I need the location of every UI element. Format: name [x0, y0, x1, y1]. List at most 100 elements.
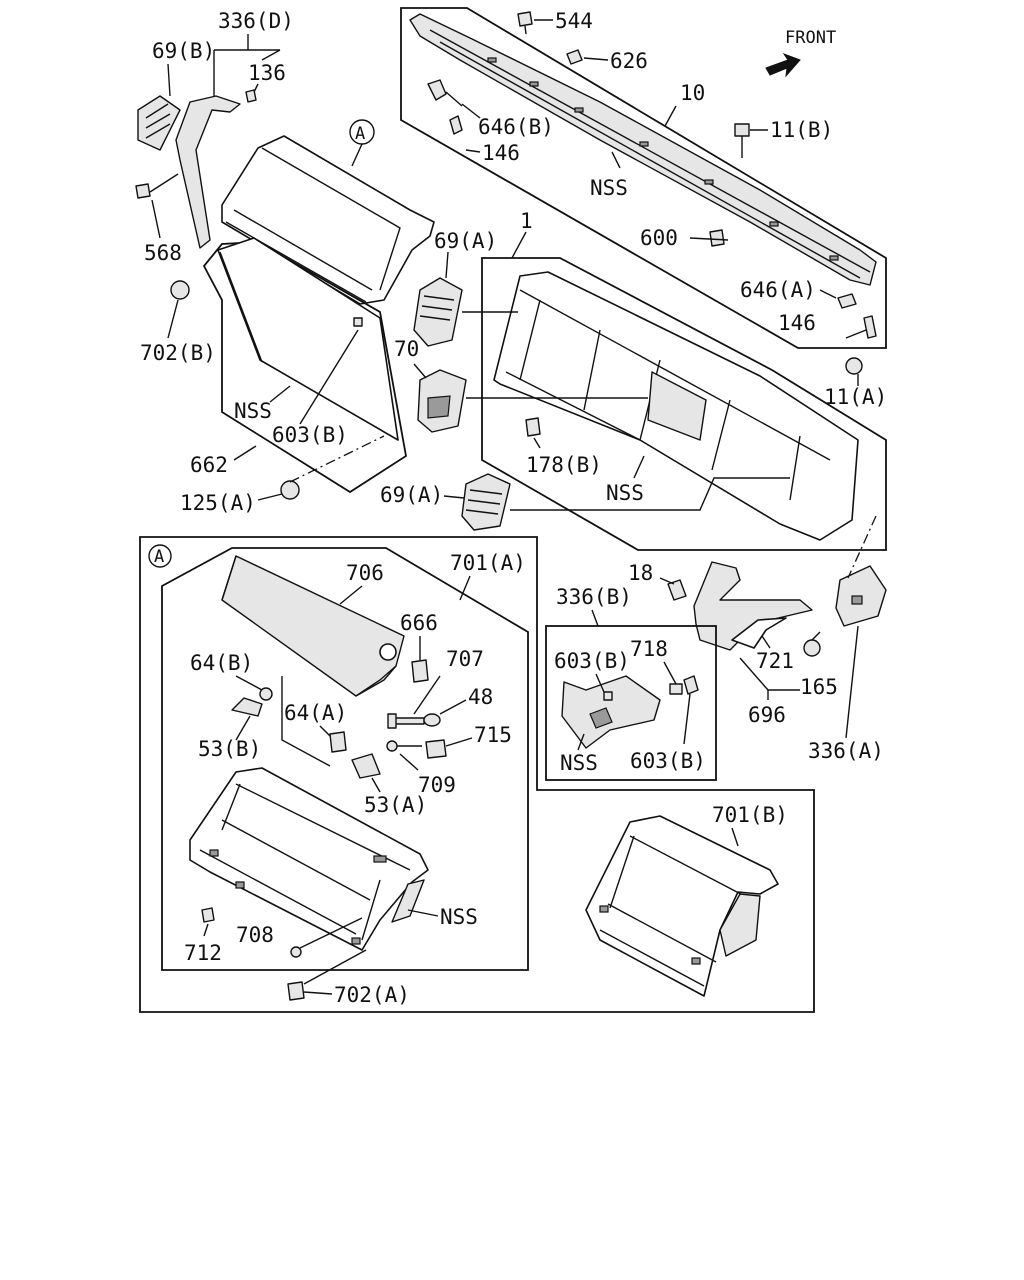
- label-64b: 64(B): [190, 651, 253, 675]
- upper-panel-group: 544 626 10 11(B) 646(B) 146 NSS 600 646(…: [400, 7, 887, 409]
- label-11a: 11(A): [824, 385, 887, 409]
- clip-702b-icon: [170, 280, 190, 300]
- label-707: 707: [446, 647, 484, 671]
- screw-544-icon: [517, 11, 533, 35]
- label-712: 712: [184, 941, 222, 965]
- label-nss-box: NSS: [560, 751, 598, 775]
- label-nss-glovebox: NSS: [440, 905, 478, 929]
- label-662: 662: [190, 453, 228, 477]
- label-709: 709: [418, 773, 456, 797]
- label-603b-in: 603(B): [554, 649, 630, 673]
- label-136: 136: [248, 61, 286, 85]
- label-70: 70: [394, 337, 419, 361]
- label-666: 666: [400, 611, 438, 635]
- clip-666-icon: [411, 659, 429, 683]
- bolt-11b-icon: [734, 123, 750, 158]
- detail-marker-box-icon: [148, 544, 172, 568]
- label-701a: 701(A): [450, 551, 526, 575]
- vent-69a-bottom-icon: [461, 473, 511, 531]
- screw-64a-icon: [329, 731, 347, 753]
- vent-69a-top-icon: [413, 277, 463, 347]
- label-10: 10: [680, 81, 705, 105]
- glovebox-body: [189, 767, 429, 951]
- clip-178b-icon: [525, 417, 541, 437]
- label-696: 696: [748, 703, 786, 727]
- label-600: 600: [640, 226, 678, 250]
- screw-712-icon: [201, 907, 215, 923]
- upper-panel-frame: [400, 7, 887, 349]
- screw-708-icon: [290, 946, 302, 958]
- label-165: 165: [800, 675, 838, 699]
- frame-662: [202, 241, 407, 494]
- label-1: 1: [520, 209, 533, 233]
- label-702a: 702(A): [334, 983, 410, 1007]
- label-178b: 178(B): [526, 453, 602, 477]
- label-69b: 69(B): [152, 39, 215, 63]
- bolt-18-icon: [667, 579, 687, 601]
- clip-603b-in-icon: [603, 691, 613, 701]
- box-336b-frame: [545, 625, 717, 781]
- clip-146-top-icon: [449, 115, 463, 135]
- vent-70-icon: [417, 369, 467, 433]
- label-568: 568: [144, 241, 182, 265]
- label-11b: 11(B): [770, 118, 833, 142]
- front-label: FRONT: [785, 28, 836, 48]
- upper-panel-part: [409, 13, 877, 286]
- instrument-panel-group: 1 69(A) 70 1: [380, 209, 887, 551]
- label-626: 626: [610, 49, 648, 73]
- label-nss-upper: NSS: [590, 176, 628, 200]
- label-146-top: 146: [482, 141, 520, 165]
- label-701b: 701(B): [712, 803, 788, 827]
- label-603b-left: 603(B): [272, 423, 348, 447]
- clip-125a-icon: [280, 480, 300, 500]
- marker-top-label: A: [355, 124, 365, 144]
- box-336b-group: 336(B) 603(B) 718 603(B) NSS: [545, 585, 717, 781]
- clip-600-icon: [709, 229, 725, 247]
- spring-48-icon: [423, 713, 441, 727]
- screw-64b-icon: [259, 687, 273, 701]
- front-direction-indicator: FRONT: [765, 28, 836, 78]
- detail-701b-group: 701(B): [585, 803, 788, 997]
- clip-702a-icon: [287, 981, 305, 1001]
- glovebox-details: [209, 849, 387, 945]
- label-nss-center: NSS: [606, 481, 644, 505]
- bolt-707-icon: [387, 713, 425, 729]
- label-603b-out: 603(B): [630, 749, 706, 773]
- glovebox-inner-panel: [217, 237, 399, 441]
- screw-11a-icon: [845, 357, 863, 375]
- label-69a-top: 69(A): [434, 229, 497, 253]
- label-53a: 53(A): [364, 793, 427, 817]
- label-336d: 336(D): [218, 9, 294, 33]
- clip-603b-left-icon: [353, 317, 363, 327]
- detail-701a-group: 706 701(A) 666 64(B) 53(B) 707: [161, 547, 529, 971]
- label-336b: 336(B): [556, 585, 632, 609]
- label-nss-left: NSS: [234, 399, 272, 423]
- label-48: 48: [468, 685, 493, 709]
- left-assembly-group: 336(D) 69(B) 136 568: [135, 9, 435, 515]
- trim-721: [731, 617, 787, 649]
- hinge-53a-icon: [351, 753, 381, 779]
- label-702b: 702(B): [140, 341, 216, 365]
- pad-718-icon: [669, 683, 683, 695]
- label-53b: 53(B): [198, 737, 261, 761]
- glovebox-701b: [585, 815, 779, 997]
- clip-136-icon: [245, 89, 257, 103]
- screw-568-icon: [135, 173, 179, 199]
- front-arrow-icon: [765, 52, 801, 78]
- side-panel-336d: [175, 95, 241, 249]
- cover-336a-icon: [835, 565, 887, 627]
- label-125a: 125(A): [180, 491, 256, 515]
- label-646a: 646(A): [740, 278, 816, 302]
- panel-336b: [561, 675, 661, 749]
- label-544: 544: [555, 9, 593, 33]
- latch-715-icon: [425, 739, 447, 759]
- screw-626-icon: [566, 49, 583, 65]
- bracket-646b-icon: [427, 79, 447, 101]
- label-646b: 646(B): [478, 115, 554, 139]
- instrument-panel-frame: [481, 257, 887, 551]
- label-708: 708: [236, 923, 274, 947]
- label-706: 706: [346, 561, 384, 585]
- label-146-right: 146: [778, 311, 816, 335]
- detail-a-frame: [139, 536, 815, 1013]
